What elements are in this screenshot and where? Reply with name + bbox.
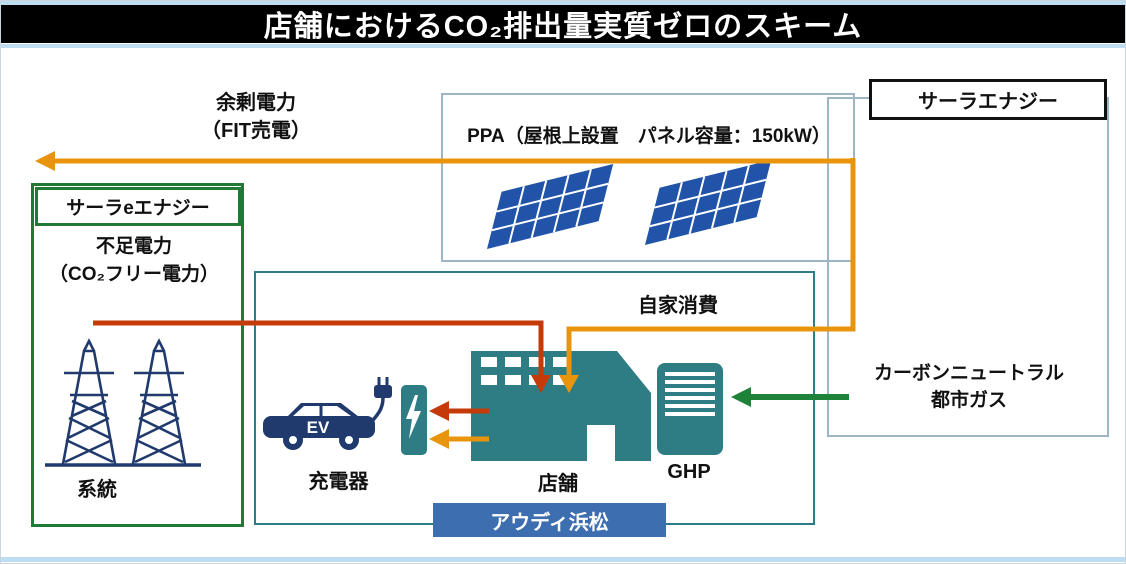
sala-energy-label: サーラエナジー [918, 91, 1058, 113]
ppa-region-box [441, 93, 855, 262]
charger-label: 充電器 [308, 471, 369, 493]
store-label: 店舗 [538, 473, 578, 495]
self-consumption-label: 自家消費 [638, 295, 718, 317]
carbon-neutral-gas-label: カーボンニュートラル 都市ガス [873, 363, 1064, 411]
grid-label: 系統 [77, 479, 117, 501]
ppa-label: PPA（屋根上設置 パネル容量：150kW） [467, 126, 831, 147]
shortage-power-label: 不足電力 （CO₂フリー電力） [49, 236, 219, 285]
ghp-label: GHP [667, 461, 711, 483]
page-title: 店舗におけるCO₂排出量実質ゼロのスキーム [263, 11, 863, 43]
top-stripe [1, 1, 1125, 5]
sala-energy-label-box: サーラエナジー [869, 79, 1107, 120]
bottom-stripe [1, 557, 1125, 562]
ev-label: EV [306, 418, 330, 437]
title-bar: 店舗におけるCO₂排出量実質ゼロのスキーム [1, 5, 1125, 43]
surplus-power-label: 余剰電力 （FIT売電） [201, 92, 311, 142]
site-name-label: アウディ浜松 [490, 511, 609, 534]
mid-stripe [1, 44, 1125, 48]
sala-e-energy-label: サーラeエナジー [66, 198, 210, 219]
sala-e-energy-label-box: サーラeエナジー [35, 187, 241, 226]
site-name-badge: アウディ浜松 [433, 503, 666, 537]
